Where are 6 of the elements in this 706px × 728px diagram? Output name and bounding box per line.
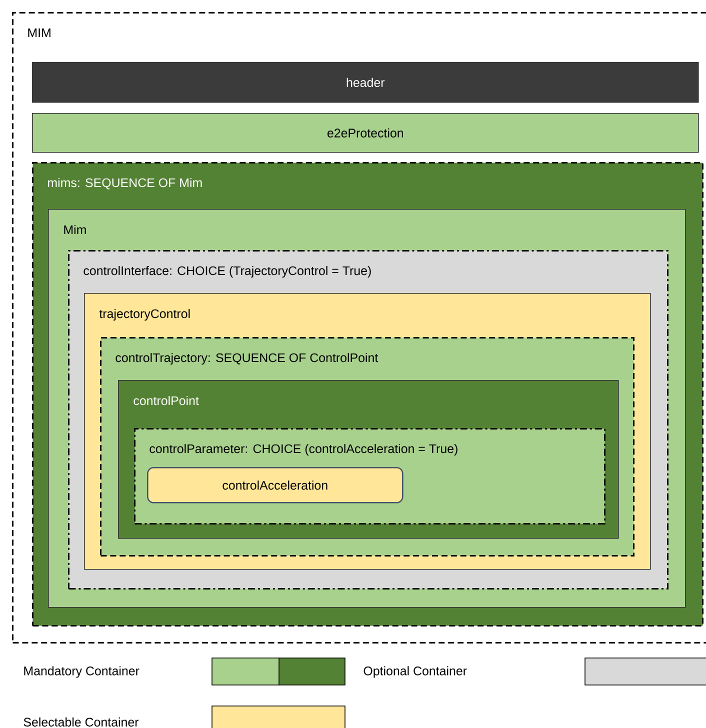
header-bar: header <box>32 62 699 103</box>
element-box: controlAcceleration <box>147 467 404 504</box>
container-bar: e2eProtection <box>32 113 699 153</box>
legend-label: Mandatory Container <box>24 666 140 678</box>
legend-label: Optional Container <box>364 666 467 678</box>
legend-label: Selectable Container <box>24 717 139 727</box>
